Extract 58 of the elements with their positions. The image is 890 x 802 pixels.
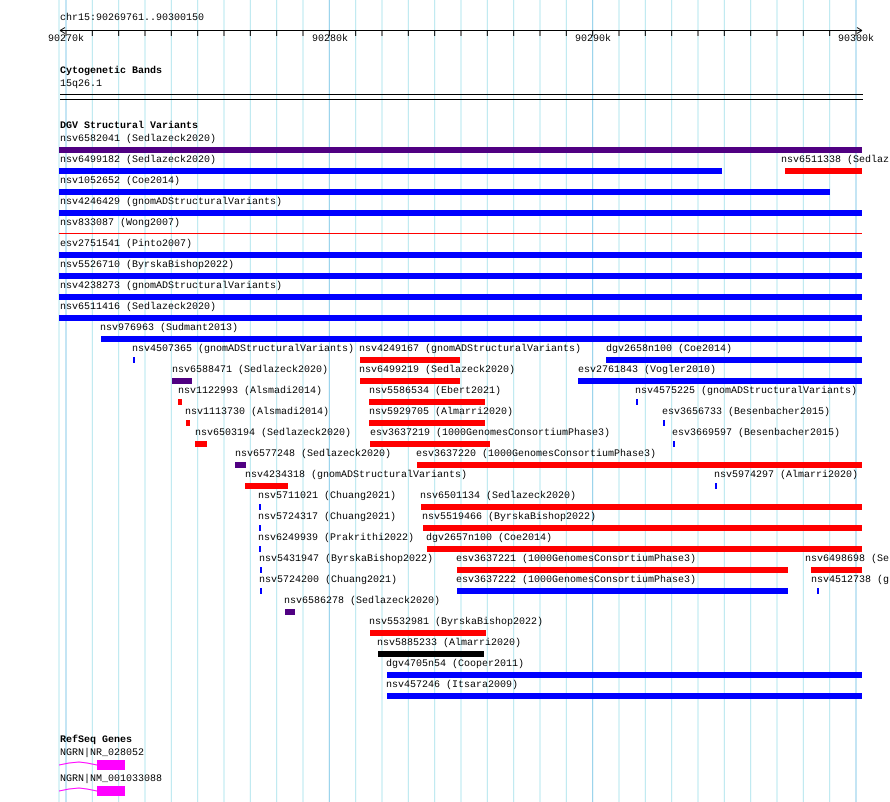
variant-label: nsv4238273 (gnomADStructuralVariants): [60, 281, 282, 292]
variant-label: nsv6586278 (Sedlazeck2020): [284, 596, 440, 607]
variant-label: nsv6499182 (Sedlazeck2020): [60, 155, 216, 166]
tick-label: 90290k: [575, 34, 611, 45]
variant-label: nsv6501134 (Sedlazeck2020): [420, 491, 576, 502]
variant-label: esv2751541 (Pinto2007): [60, 239, 192, 250]
variant-label: esv3656733 (Besenbacher2015): [662, 407, 830, 418]
variant-label: nsv6511416 (Sedlazeck2020): [60, 302, 216, 313]
track-title: Cytogenetic Bands: [60, 66, 162, 77]
variant-label: esv3669597 (Besenbacher2015): [672, 428, 840, 439]
variant-label: nsv1122993 (Alsmadi2014): [178, 386, 322, 397]
variant-label: nsv5974297 (Almarri2020): [714, 470, 858, 481]
variant-label: nsv976963 (Sudmant2013): [100, 323, 238, 334]
variant-label: esv3637221 (1000GenomesConsortiumPhase3): [456, 554, 696, 565]
variant-label: nsv5586534 (Ebert2021): [369, 386, 502, 397]
variant-label: nsv5711021 (Chuang2021): [258, 491, 396, 502]
gene-label: NGRN|NR_028052: [60, 748, 144, 759]
variant-label: esv3637220 (1000GenomesConsortiumPhase3): [416, 449, 656, 460]
variant-label: nsv4234318 (gnomADStructuralVariants): [245, 470, 468, 481]
band-label: 15q26.1: [60, 79, 102, 90]
variant-label: esv3637222 (1000GenomesConsortiumPhase3): [456, 575, 696, 586]
variant-label: nsv5885233 (Almarri2020): [377, 638, 522, 649]
tick-label: 90300k: [838, 34, 874, 45]
track-title: RefSeq Genes: [60, 735, 132, 746]
variant-label: nsv4575225 (gnomADStructuralVariants): [635, 386, 858, 397]
variant-label: esv3637219 (1000GenomesConsortiumPhase3): [370, 428, 610, 439]
variant-label: nsv5724317 (Chuang2021): [258, 512, 396, 523]
gene-label: NGRN|NM_001033088: [60, 774, 162, 785]
variant-label: nsv6511338 (Sedlaz: [781, 155, 890, 166]
variant-label: nsv4246429 (gnomADStructuralVariants): [60, 197, 282, 208]
variant-label: dgv2658n100 (Coe2014): [606, 344, 732, 355]
variant-label: nsv6499219 (Sedlazeck2020): [359, 365, 516, 376]
variant-label: nsv4507365 (gnomADStructuralVariants): [132, 344, 354, 355]
position-label: chr15:90269761..90300150: [60, 13, 204, 24]
variant-label: nsv5929705 (Almarri2020): [369, 407, 514, 418]
variant-label: nsv6577248 (Sedlazeck2020): [235, 449, 392, 460]
variant-label: nsv5431947 (ByrskaBishop2022): [259, 554, 434, 565]
variant-label: dgv4705n54 (Cooper2011): [386, 659, 524, 670]
variant-label: nsv833087 (Wong2007): [60, 218, 180, 229]
variant-label: nsv5724200 (Chuang2021): [259, 575, 398, 586]
variant-label: nsv6582041 (Sedlazeck2020): [60, 134, 216, 145]
variant-label: nsv5526710 (ByrskaBishop2022): [60, 260, 234, 271]
track-title: DGV Structural Variants: [60, 121, 198, 132]
tick-label: 90280k: [312, 34, 348, 45]
variant-label: nsv6498698 (Se: [805, 554, 890, 565]
variant-label: nsv457246 (Itsara2009): [386, 680, 518, 691]
variant-label: nsv4249167 (gnomADStructuralVariants): [359, 344, 582, 355]
variant-label: nsv5519466 (ByrskaBishop2022): [422, 512, 596, 523]
variant-label: nsv6503194 (Sedlazeck2020): [195, 428, 352, 439]
variant-label: dgv2657n100 (Coe2014): [426, 533, 552, 544]
variant-label: nsv1052652 (Coe2014): [60, 176, 180, 187]
variant-label: nsv5532981 (ByrskaBishop2022): [369, 617, 544, 628]
variant-label: esv2761843 (Vogler2010): [578, 365, 716, 376]
variant-label: nsv1113730 (Alsmadi2014): [185, 407, 330, 418]
variant-label: nsv6249939 (Prakrithi2022): [258, 533, 414, 544]
variant-label: nsv6588471 (Sedlazeck2020): [172, 365, 328, 376]
variant-label: nsv4512738 (g: [811, 575, 890, 586]
tick-label: 90270k: [48, 34, 84, 45]
